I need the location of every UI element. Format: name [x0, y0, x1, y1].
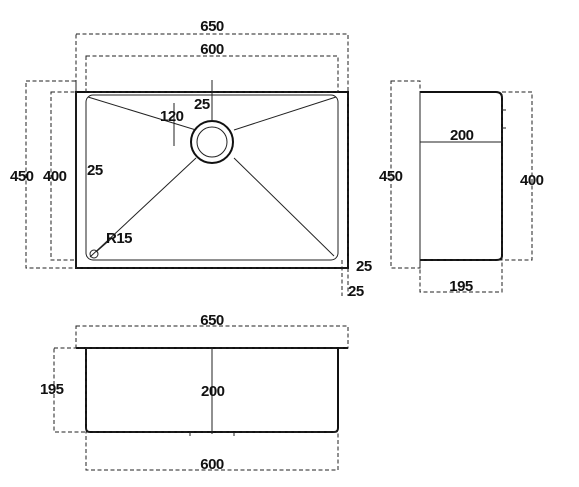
- front-view: 650 195 200 600: [40, 312, 349, 473]
- side-outer-height-label: 450: [379, 168, 403, 185]
- plan-top-offset-label: 25: [194, 96, 210, 113]
- plan-inner-width-label: 600: [200, 41, 224, 58]
- plan-right-offset-label: 25: [356, 258, 372, 275]
- dim-box-600: [85, 55, 339, 93]
- plan-drain-offset-label: 120: [160, 108, 184, 125]
- side-width-label: 195: [449, 278, 473, 295]
- side-profile-outline: [420, 91, 503, 261]
- front-outer-width-label: 650: [200, 312, 224, 329]
- dim-box-front-195: [53, 347, 87, 433]
- dim-box-400: [50, 91, 77, 261]
- plan-corner-radius-label: R15: [106, 230, 132, 247]
- corner-radius-leader: [95, 237, 113, 253]
- plan-side-offset-label: 25: [87, 162, 103, 179]
- plan-view: 650 600 450 400 25 120 25 R15 25 25: [10, 18, 372, 300]
- drain-inner-circle: [196, 126, 228, 158]
- side-inner-height-label: 400: [520, 172, 544, 189]
- corner-radius-marker: [89, 249, 99, 259]
- plan-slope-line: [87, 96, 197, 131]
- plan-slope-line: [89, 157, 197, 258]
- plan-outer-depth-label: 450: [10, 168, 34, 185]
- front-height-label: 195: [40, 381, 64, 398]
- front-bowl-depth-label: 200: [201, 383, 225, 400]
- dim-box-front-600: [85, 431, 339, 471]
- front-inner-width-label: 600: [200, 456, 224, 473]
- plan-inner-depth-label: 400: [43, 168, 67, 185]
- plan-bottom-offset-label: 25: [348, 283, 364, 300]
- dim-box-side-195: [419, 259, 503, 293]
- plan-slope-line: [233, 96, 337, 131]
- plan-slope-line: [233, 157, 335, 257]
- plan-outer-width-label: 650: [200, 18, 224, 35]
- side-view: 450 400 200 195: [379, 80, 544, 295]
- side-bowl-depth-label: 200: [450, 127, 474, 144]
- dim-box-side-450: [390, 80, 421, 269]
- dim-box-front-650: [75, 325, 349, 349]
- dim-box-side-400: [501, 91, 533, 261]
